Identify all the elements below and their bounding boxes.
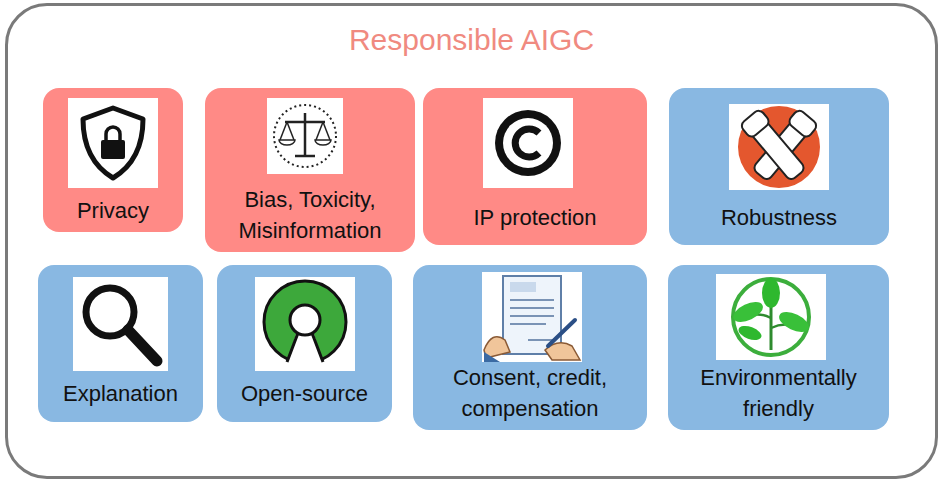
principle-box: Privacy [43, 88, 183, 232]
open-source-icon [255, 277, 355, 371]
scales-icon [267, 98, 343, 174]
shield-icon [68, 98, 158, 188]
principle-box: IP protection [423, 88, 647, 245]
principle-label: Environmentally friendly [672, 362, 885, 424]
principle-box: Open-source [217, 265, 392, 422]
panel-title: Responsible AIGC [12, 23, 931, 57]
principle-box: Environmentally friendly [668, 265, 889, 430]
consent-form-icon [482, 272, 582, 362]
principle-box: Bias, Toxicity, Misinformation [205, 88, 415, 252]
principle-box: Consent, credit, compensation [413, 265, 647, 430]
principle-label: IP protection [427, 202, 643, 233]
principle-label: Bias, Toxicity, Misinformation [209, 184, 411, 246]
principle-box: Explanation [38, 265, 203, 422]
magnifier-icon [73, 277, 168, 371]
copyright-icon [483, 98, 573, 188]
leaf-icon [716, 274, 826, 360]
frame-panel: Responsible AIGC Privacy Bias, Toxicity, M… [5, 3, 938, 479]
principle-label: Consent, credit, compensation [417, 362, 643, 424]
principle-label: Robustness [673, 202, 885, 233]
principle-label: Explanation [42, 378, 199, 409]
crossed-arms-icon [729, 104, 829, 190]
principle-label: Open-source [221, 378, 388, 409]
principle-label: Privacy [47, 195, 179, 226]
principle-box: Robustness [669, 88, 889, 245]
